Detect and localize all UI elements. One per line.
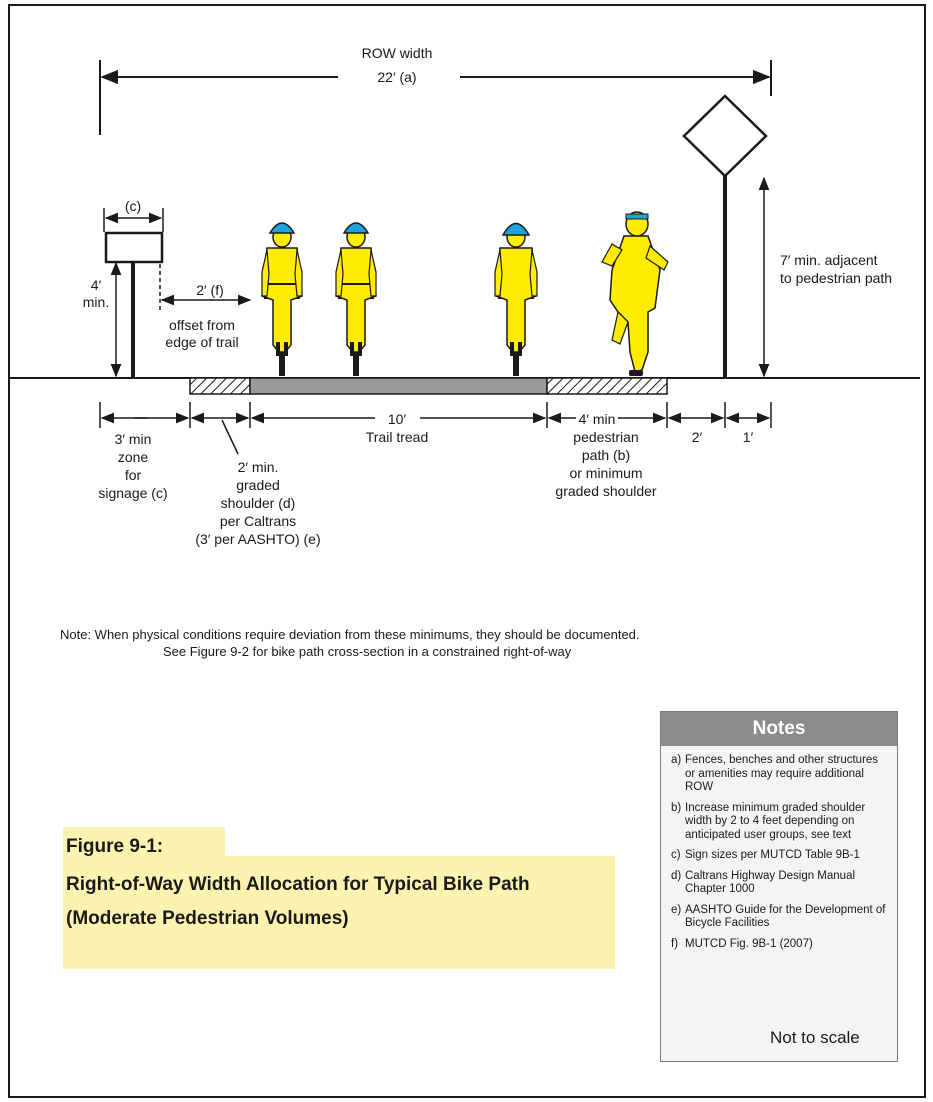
offset-desc-line2: edge of trail [165,334,238,350]
post-height-line1: 7′ min. adjacent [780,252,878,268]
row-width-dimension [99,60,772,135]
notes-item-text: Fences, benches and other structures or … [685,754,879,793]
cyclist-icon [494,222,538,376]
notes-item: a)Fences, benches and other structures o… [671,754,887,795]
pedestrian-path-desc-line2: path (b) [582,447,630,463]
pedestrian-path-value: 4′ min [579,411,616,427]
notes-item: b)Increase minimum graded shoulder width… [671,802,887,843]
pedestrian-path-desc-line3: or minimum [569,465,642,481]
figure-number: Figure 9-1: [66,836,164,857]
signage-zone-desc-line1: zone [118,449,149,465]
notes-item-text: MUTCD Fig. 9B-1 (2007) [685,937,813,950]
notes-title: Notes [661,712,897,746]
pedestrian-path-desc-line1: pedestrian [573,429,638,445]
notes-item-text: Increase minimum graded shoulder width b… [685,801,866,841]
shoulder-desc-line4: per Caltrans [220,513,296,529]
notes-item-text: AASHTO Guide for the Development of Bicy… [685,903,886,930]
figure-caption-panel [63,856,615,969]
pedestrian-runner-icon [601,211,669,376]
deviation-note: Note: When physical conditions require d… [60,626,780,660]
notes-item: c) Sign sizes per MUTCD Table 9B-1 [671,849,887,863]
trail-tread-surface [249,377,548,395]
trail-tread-value: 10′ [388,411,407,427]
shoulder-desc-line1: 2′ min. [238,459,279,475]
graded-shoulder-left [189,377,251,395]
figure-title: Right-of-Way Width Allocation for Typica… [66,868,606,936]
notes-item-text: Sign sizes per MUTCD Table 9B-1 [685,849,860,861]
notes-item: e)AASHTO Guide for the Development of Bi… [671,904,887,931]
notes-list: a)Fences, benches and other structures o… [661,746,897,951]
bottom-dimension-ticks [99,402,772,428]
signage-zone-value: 3′ min [115,431,152,447]
notes-item-marker: c) [671,849,681,861]
row-width-value: 22′ (a) [377,69,416,85]
post-height-line2: to pedestrian path [780,270,892,286]
notes-item-marker: a) [671,754,682,766]
shoulder-desc-line3: shoulder (d) [221,495,296,511]
diamond-sign-icon [682,94,768,378]
offset-value: 2′ (f) [196,282,224,298]
cross-section-diagram: ROW width 22′ (a) (c) 4′ min. 2′ (f) off… [10,45,920,547]
notes-item: d)Caltrans Highway Design Manual Chapter… [671,870,887,897]
figure-caption-tab [63,827,225,856]
offset-desc-line1: offset from [169,317,235,333]
signage-zone-desc-line2: for [125,467,142,483]
clearance-1ft-value: 1′ [743,429,754,445]
notes-item: f) MUTCD Fig. 9B-1 (2007) [671,938,887,952]
notes-item-marker: b) [671,801,682,814]
shoulder-desc-line5: (3′ per AASHTO) (e) [195,531,320,547]
sign-width-label: (c) [125,198,141,214]
figure-frame [8,4,926,1098]
sign-height-value: 4′ [91,277,102,293]
row-width-label: ROW width [362,45,433,61]
pedestrian-path-surface [546,377,668,395]
trail-tread-label: Trail tread [366,429,429,445]
sign-width-dimension [103,208,164,232]
figure-title-line2: (Moderate Pedestrian Volumes) [66,908,349,929]
clearance-2ft-value: 2′ [692,429,703,445]
sign-height-unit: min. [83,294,109,310]
signage-zone-desc-line3: signage (c) [98,485,167,501]
shoulder-desc-line2: graded [236,477,280,493]
scale-note: Not to scale [770,1028,860,1047]
notes-item-marker: d) [671,869,682,882]
deviation-note-line1: Note: When physical conditions require d… [60,627,640,642]
cyclist-icon [261,222,303,376]
cyclist-icon [335,222,377,376]
notes-item-marker: e) [671,903,682,916]
notes-item-text: Caltrans Highway Design Manual Chapter 1… [685,869,856,896]
deviation-note-line2: See Figure 9-2 for bike path cross-secti… [163,644,572,659]
notes-panel: Notes a)Fences, benches and other struct… [660,711,898,1062]
bottom-dimension-arrows [100,412,771,455]
notes-item-marker: f) [671,937,679,950]
figure-title-line1: Right-of-Way Width Allocation for Typica… [66,874,530,895]
trail-sign-icon [104,231,164,378]
pedestrian-path-desc-line4: graded shoulder [555,483,657,499]
